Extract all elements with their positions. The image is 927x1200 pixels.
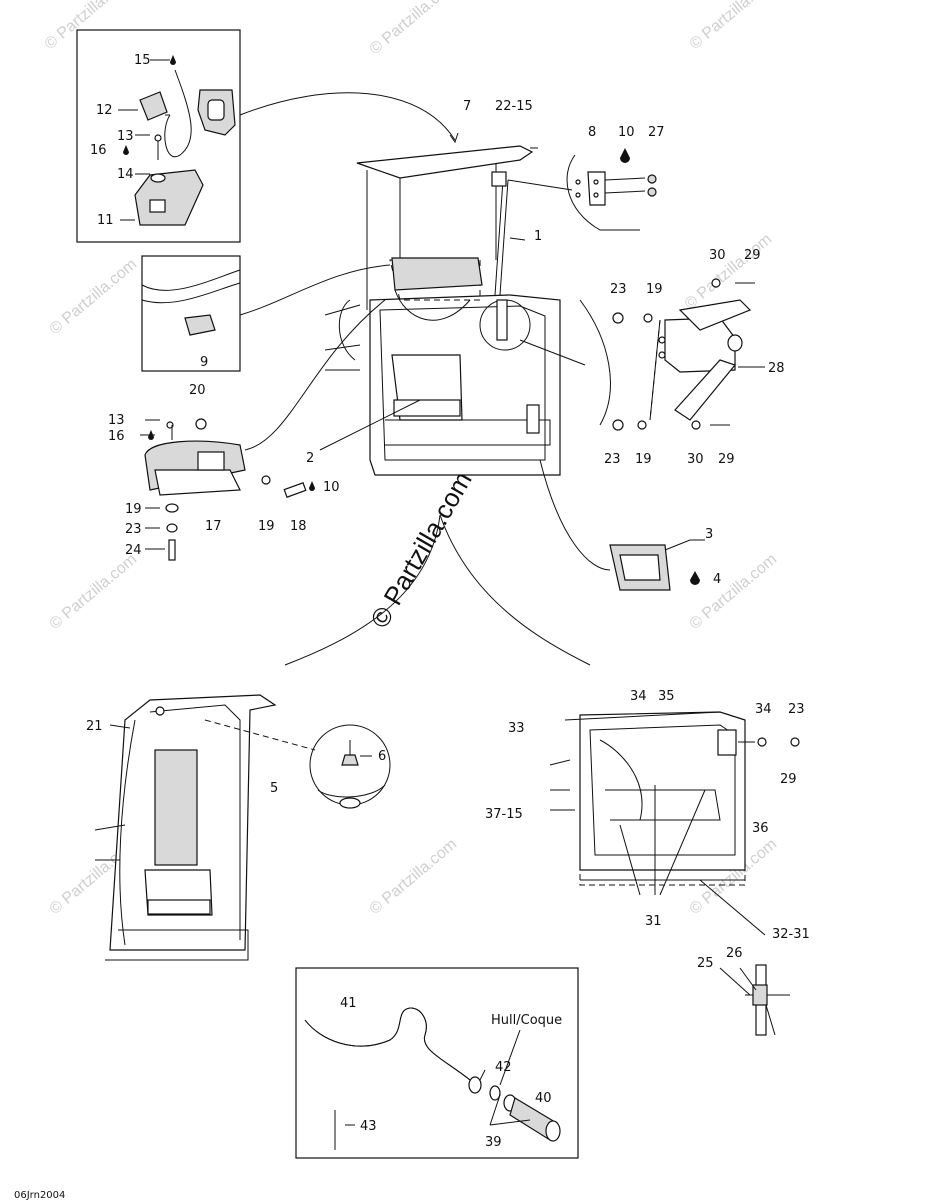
drop-icon <box>170 55 176 65</box>
detail-box-latch <box>76 29 241 243</box>
callout-43: 43 <box>360 1119 377 1134</box>
callout-13: 13 <box>117 129 134 144</box>
drop-icons <box>123 55 700 585</box>
callout-19: 19 <box>635 452 652 467</box>
callout-3: 3 <box>705 527 713 542</box>
callout-10: 10 <box>618 125 635 140</box>
callout-6: 6 <box>378 749 386 764</box>
callout-30: 30 <box>709 248 726 263</box>
drop-icon <box>123 145 129 155</box>
callout-10: 10 <box>323 480 340 495</box>
leader-line <box>239 92 456 141</box>
callout-15: 15 <box>134 53 151 68</box>
callout-19: 19 <box>258 519 275 534</box>
watermark: © Partzilla.com <box>47 256 141 338</box>
callout-9: 9 <box>200 355 208 370</box>
watermark: © Partzilla.com <box>42 0 136 53</box>
callout-29: 29 <box>744 248 761 263</box>
drop-icon <box>690 571 700 585</box>
callout-16: 16 <box>108 429 125 444</box>
callout-34: 34 <box>755 702 772 717</box>
callout-33: 33 <box>508 721 525 736</box>
grab-handle <box>539 459 705 591</box>
callout-37-15: 37-15 <box>485 807 523 822</box>
callout-29: 29 <box>780 772 797 787</box>
callout-23: 23 <box>788 702 805 717</box>
callout-labels: 15 12 13 16 14 11 7 22-15 8 10 27 1 30 2… <box>14 53 810 1200</box>
callout-20: 20 <box>189 383 206 398</box>
callout-5: 5 <box>270 781 278 796</box>
callout-13: 13 <box>108 413 125 428</box>
callout-39: 39 <box>485 1135 502 1150</box>
callout-11: 11 <box>97 213 114 228</box>
bottom-right-assembly <box>549 711 800 936</box>
callout-23: 23 <box>604 452 621 467</box>
callout-23: 23 <box>125 522 142 537</box>
callout-21: 21 <box>86 719 103 734</box>
watermark-center: © Partzilla.com <box>364 466 478 633</box>
leader-line <box>319 399 421 451</box>
callout-25: 25 <box>697 956 714 971</box>
callout-27: 27 <box>648 125 665 140</box>
callout-32-31: 32-31 <box>772 927 810 942</box>
callout-4: 4 <box>713 572 721 587</box>
callout-42: 42 <box>495 1060 512 1075</box>
watermark: © Partzilla.com <box>47 551 141 633</box>
callout-16: 16 <box>90 143 107 158</box>
callout-19: 19 <box>646 282 663 297</box>
callout-12: 12 <box>96 103 113 118</box>
callout-28: 28 <box>768 361 785 376</box>
callout-8: 8 <box>588 125 596 140</box>
callout-31: 31 <box>645 914 662 929</box>
bracket-assembly <box>519 278 765 431</box>
watermark: © Partzilla.com <box>682 231 776 313</box>
callout-24: 24 <box>125 543 142 558</box>
callout-26: 26 <box>726 946 743 961</box>
callout-1: 1 <box>534 229 542 244</box>
hose-box <box>295 967 579 1159</box>
drop-icon <box>148 430 154 440</box>
callout-7: 7 <box>463 99 471 114</box>
watermark: © Partzilla.com <box>367 0 461 58</box>
watermark: © Partzilla.com <box>687 551 781 633</box>
main-assembly <box>324 145 561 476</box>
left-bracket-assembly <box>140 299 386 561</box>
screw-detail <box>309 724 391 809</box>
callout-17: 17 <box>205 519 222 534</box>
callout-23: 23 <box>610 282 627 297</box>
detail-box-9 <box>141 255 391 372</box>
callout-2: 2 <box>306 451 314 466</box>
callout-22-15: 22-15 <box>495 99 533 114</box>
watermark: © Partzilla.com <box>687 0 781 53</box>
callout-36: 36 <box>752 821 769 836</box>
drop-icon <box>620 148 630 163</box>
watermark: © Partzilla.com <box>367 836 461 918</box>
callout-18: 18 <box>290 519 307 534</box>
bottom-left-assembly <box>94 694 316 961</box>
callout-29: 29 <box>718 452 735 467</box>
callout-30: 30 <box>687 452 704 467</box>
callout-14: 14 <box>117 167 134 182</box>
seal-profile <box>719 964 790 1036</box>
hull-label: Hull/Coque <box>491 1013 562 1028</box>
split-arrow <box>284 514 441 666</box>
drop-icon <box>309 481 315 491</box>
hinge-detail <box>507 147 657 231</box>
callout-40: 40 <box>535 1091 552 1106</box>
callout-41: 41 <box>340 996 357 1011</box>
callout-19: 19 <box>125 502 142 517</box>
callout-34: 34 <box>630 689 647 704</box>
drawing-code: 06Jrn2004 <box>14 1190 65 1200</box>
callout-35: 35 <box>658 689 675 704</box>
